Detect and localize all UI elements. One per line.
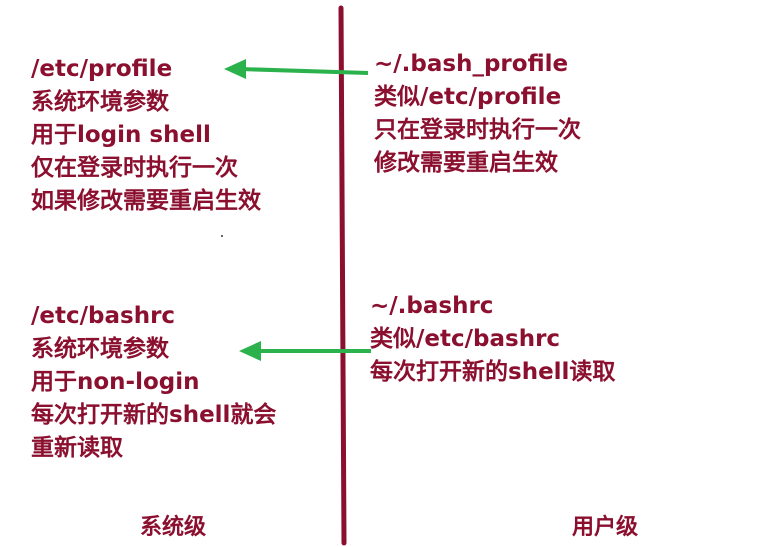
system-bashrc-block: /etc/bashrc 系统环境参数 用于non-login 每次打开新的she…	[31, 300, 276, 465]
stray-dot	[221, 235, 223, 237]
user-profile-line-3: 修改需要重启生效	[374, 150, 558, 176]
user-bashrc-line-2: 每次打开新的shell读取	[370, 359, 616, 385]
arrow-profile	[239, 67, 369, 75]
system-profile-block: /etc/profile 系统环境参数 用于login shell 仅在登录时执…	[31, 53, 261, 218]
system-bashrc-line-4: 重新读取	[31, 435, 123, 461]
user-bashrc-line-1: 类似/etc/bashrc	[370, 326, 561, 352]
arrow-profile-head	[224, 59, 246, 79]
user-profile-line-1: 类似/etc/profile	[374, 84, 562, 110]
user-profile-title: ~/.bash_profile	[374, 51, 569, 77]
system-profile-line-1: 系统环境参数	[31, 89, 169, 115]
user-bashrc-block: ~/.bashrc 类似/etc/bashrc 每次打开新的shell读取	[370, 290, 615, 389]
arrow-bashrc-head	[239, 341, 261, 361]
system-bashrc-title: /etc/bashrc	[31, 303, 176, 329]
system-profile-line-2: 用于login shell	[31, 122, 211, 148]
system-bashrc-line-2: 用于non-login	[31, 369, 200, 395]
system-bashrc-line-3: 每次打开新的shell就会	[31, 402, 277, 428]
user-bashrc-title: ~/.bashrc	[370, 293, 494, 319]
user-profile-block: ~/.bash_profile 类似/etc/profile 只在登录时执行一次…	[374, 48, 581, 180]
system-bashrc-line-1: 系统环境参数	[31, 336, 169, 362]
system-profile-line-3: 仅在登录时执行一次	[31, 155, 238, 181]
divider-line	[338, 5, 347, 546]
user-level-label: 用户级	[572, 515, 639, 540]
system-level-label: 系统级	[140, 515, 207, 540]
system-profile-title: /etc/profile	[31, 56, 173, 82]
user-profile-line-2: 只在登录时执行一次	[374, 117, 581, 143]
system-profile-line-4: 如果修改需要重启生效	[31, 188, 261, 214]
